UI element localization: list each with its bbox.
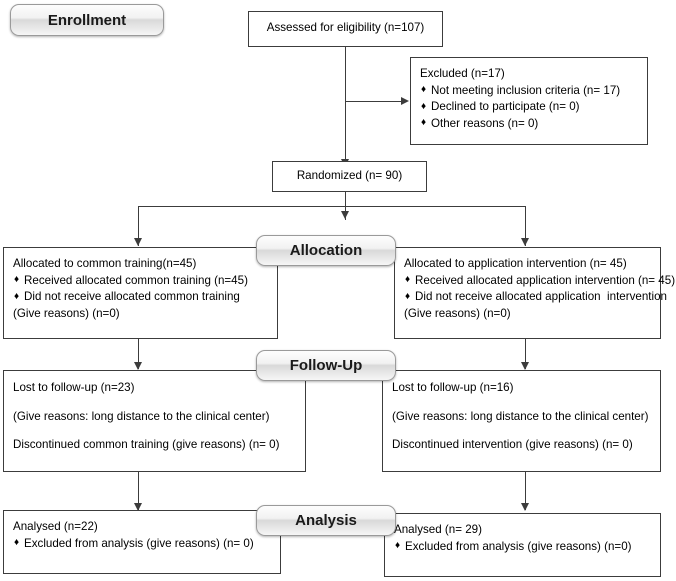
stage-pill-followup-label: Follow-Up (289, 357, 363, 374)
bullet-text-line: ♦ Did not receive allocated common traini… (13, 289, 268, 306)
assessed-for-eligibility-box: Assessed for eligibility (n=107) (248, 11, 443, 47)
line-text: Not meeting inclusion criteria (n= 17) (431, 83, 621, 97)
line-text: Analysed (n=22) (13, 520, 98, 533)
diamond-bullet-icon: ♦ (14, 274, 20, 285)
randomized-box: Randomized (n= 90) (272, 161, 427, 192)
text-line: Analysed (n=22) (13, 519, 271, 536)
line-text: Lost to follow-up (n=23) (13, 381, 135, 394)
text-spacer (392, 397, 651, 409)
arrowhead-randomized-center (341, 211, 349, 219)
text-line: Randomized (n= 90) (282, 168, 417, 185)
stage-pill-enrollment: Enrollment (10, 4, 164, 36)
diamond-bullet-icon: ♦ (395, 540, 401, 551)
text-line: Analysed (n= 29) (394, 522, 651, 539)
arrowhead-to-followup-left (134, 362, 142, 370)
bullet-text-line: ♦ Received allocated application interven… (404, 273, 675, 290)
allocation-application-intervention-box: Allocated to application intervention (n… (394, 247, 675, 339)
line-text: Allocated to common training(n=45) (13, 257, 197, 270)
arrowhead-to-alloc-right (521, 238, 529, 246)
diamond-bullet-icon: ♦ (421, 100, 427, 112)
line-text: (Give reasons: long distance to the clin… (13, 409, 270, 423)
text-line: Discontinued common training (give reaso… (13, 437, 296, 454)
line-text: Analysed (n= 29) (394, 523, 482, 536)
diamond-bullet-icon: ♦ (421, 84, 427, 95)
text-line: Excluded (n=17) (420, 66, 638, 83)
connector-assessed-to-randomized (345, 47, 346, 167)
line-text: Assessed for eligibility (n=107) (266, 21, 425, 34)
line-text: Other reasons (n= 0) (431, 116, 539, 130)
stage-pill-analysis: Analysis (256, 505, 396, 536)
text-line: Assessed for eligibility (n=107) (258, 20, 433, 37)
text-spacer (13, 425, 296, 437)
connector-randomized-to-alloc-right (525, 206, 526, 246)
text-line: Allocated to common training(n=45) (13, 256, 268, 273)
allocation-common-training-box: Allocated to common training(n=45) ♦ Recei… (3, 247, 278, 339)
diamond-bullet-icon: ♦ (405, 274, 411, 285)
text-line: Lost to follow-up (n=16) (392, 380, 651, 397)
line-text: Lost to follow-up (n=16) (392, 381, 514, 394)
excluded-box: Excluded (n=17) ♦ Not meeting inclusion cr… (410, 57, 648, 145)
connector-alloc-to-followup-left (138, 339, 139, 369)
line-text: Excluded (n=17) (420, 67, 505, 80)
arrowhead-to-analysis-right (521, 503, 529, 511)
line-text: Did not receive allocated common trainin… (24, 290, 240, 303)
bullet-text-line: ♦ Declined to participate (n= 0) (420, 99, 638, 116)
arrowhead-to-excluded (401, 97, 409, 105)
arrowhead-to-analysis-left (134, 503, 142, 511)
text-line: (Give reasons) (n=0) (13, 306, 268, 323)
text-line: Lost to follow-up (n=23) (13, 380, 296, 397)
line-text: Received allocated application intervent… (415, 273, 676, 287)
line-text: (Give reasons: long distance to the clin… (392, 409, 649, 423)
bullet-text-line: ♦ Excluded from analysis (give reasons) (… (394, 539, 651, 556)
text-spacer (13, 397, 296, 409)
stage-pill-allocation: Allocation (256, 235, 396, 266)
line-text: Did not receive allocated application in… (415, 290, 667, 303)
line-text: Randomized (n= 90) (296, 169, 403, 182)
bullet-text-line: ♦ Received allocated common training (n=4… (13, 273, 268, 290)
text-line: (Give reasons: long distance to the clin… (392, 409, 651, 426)
bullet-text-line: ♦ Excluded from analysis (give reasons) (… (13, 536, 271, 553)
bullet-text-line: ♦ Did not receive allocated application i… (404, 289, 667, 306)
text-line: Discontinued intervention (give reasons)… (392, 437, 651, 454)
connector-followup-to-analysis-right (525, 472, 526, 510)
bullet-text-line: ♦ Other reasons (n= 0) (420, 116, 638, 133)
bullet-text-line: ♦ Not meeting inclusion criteria (n= 17) (420, 83, 638, 100)
connector-randomized-to-alloc-left (138, 206, 139, 246)
followup-intervention-box: Lost to follow-up (n=16) (Give reasons: l… (382, 370, 661, 472)
connector-randomized-split-bar (138, 206, 526, 207)
stage-pill-allocation-label: Allocation (289, 242, 363, 259)
line-text: Discontinued common training (give reaso… (13, 438, 280, 451)
arrowhead-to-followup-right (521, 362, 529, 370)
line-text: (Give reasons) (n=0) (404, 306, 511, 320)
connector-alloc-to-followup-right (525, 339, 526, 369)
line-text: Received allocated common training (n=45… (24, 273, 248, 287)
text-spacer (392, 425, 651, 437)
arrowhead-to-alloc-left (134, 238, 142, 246)
line-text: Declined to participate (n= 0) (431, 100, 580, 113)
diamond-bullet-icon: ♦ (14, 537, 20, 548)
line-text: Allocated to application intervention (n… (404, 257, 627, 270)
text-line: (Give reasons) (n=0) (404, 306, 651, 323)
line-text: (Give reasons) (n=0) (13, 306, 120, 320)
line-text: Discontinued intervention (give reasons)… (392, 438, 633, 451)
diamond-bullet-icon: ♦ (421, 117, 427, 128)
diamond-bullet-icon: ♦ (14, 290, 20, 302)
analysis-common-training-box: Analysed (n=22) ♦ Excluded from analysis (… (3, 510, 281, 574)
text-line: Allocated to application intervention (n… (404, 256, 651, 273)
followup-common-training-box: Lost to follow-up (n=23) (Give reasons: l… (3, 370, 306, 472)
connector-randomized-stem (345, 192, 346, 206)
connector-assessed-to-excluded (345, 101, 402, 102)
stage-pill-analysis-label: Analysis (295, 512, 357, 529)
diamond-bullet-icon: ♦ (405, 290, 411, 302)
line-text: Excluded from analysis (give reasons) (n… (405, 539, 632, 553)
line-text: Excluded from analysis (give reasons) (n… (24, 536, 254, 550)
connector-followup-to-analysis-left (138, 472, 139, 510)
analysis-intervention-box: Analysed (n= 29) ♦ Excluded from analysis … (384, 513, 661, 577)
stage-pill-followup: Follow-Up (256, 350, 396, 381)
stage-pill-enrollment-label: Enrollment (47, 11, 127, 29)
text-line: (Give reasons: long distance to the clin… (13, 409, 296, 426)
